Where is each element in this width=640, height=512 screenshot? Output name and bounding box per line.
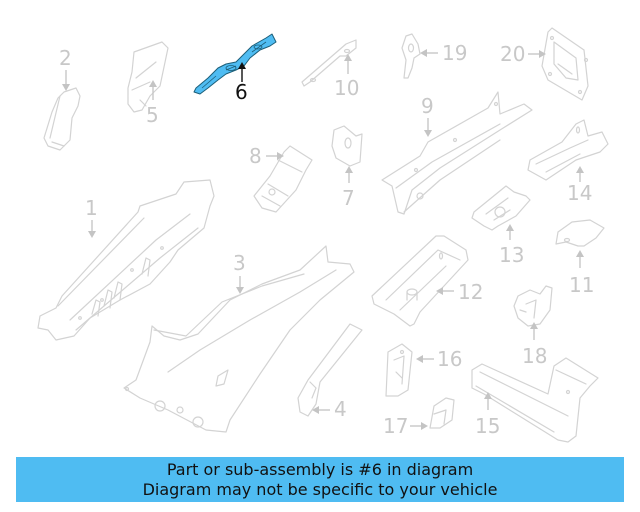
callout-19: 19: [442, 41, 468, 65]
callout-3: 3: [233, 251, 246, 275]
callout-1: 1: [85, 196, 98, 220]
part-19-drawing: [401, 33, 438, 79]
part-7-drawing: [331, 125, 363, 183]
callout-7: 7: [342, 186, 355, 210]
callout-11: 11: [569, 273, 595, 297]
part-3-drawing: [123, 245, 355, 433]
part-11-drawing: [555, 219, 605, 268]
part-12-drawing: [371, 235, 469, 327]
part-10-drawing: [301, 39, 357, 87]
callout-18: 18: [522, 344, 548, 368]
callout-2: 2: [59, 46, 72, 70]
info-banner: Part or sub-assembly is #6 in diagram Di…: [16, 457, 624, 502]
callout-5: 5: [146, 103, 159, 127]
part-13-drawing: [471, 185, 531, 240]
part-6-drawing: [193, 33, 277, 95]
part-8-drawing: [253, 145, 313, 213]
part-9-drawing: [381, 91, 533, 215]
part-20-drawing: [528, 27, 589, 101]
part-16-drawing: [385, 343, 434, 397]
part-1-drawing: [37, 179, 215, 341]
part-17-drawing: [410, 397, 455, 430]
banner-disclaimer: Diagram may not be specific to your vehi…: [142, 480, 498, 499]
part-2-drawing: [43, 70, 81, 151]
callout-12: 12: [458, 280, 484, 304]
part-14-drawing: [527, 119, 609, 182]
callout-17: 17: [383, 414, 409, 438]
callout-4: 4: [334, 397, 347, 421]
part-5-drawing: [127, 41, 169, 113]
callout-8: 8: [249, 144, 262, 168]
part-4-drawing: [297, 323, 363, 417]
callout-20: 20: [500, 42, 526, 66]
callout-13: 13: [499, 243, 525, 267]
callout-10: 10: [334, 76, 360, 100]
callout-15: 15: [475, 414, 501, 438]
callout-16: 16: [437, 347, 463, 371]
part-15-drawing: [471, 357, 599, 443]
callout-6-highlighted: 6: [235, 80, 248, 104]
banner-part-note: Part or sub-assembly is #6 in diagram: [166, 460, 474, 479]
part-18-drawing: [513, 285, 553, 340]
callout-9: 9: [421, 94, 434, 118]
callout-14: 14: [567, 181, 593, 205]
